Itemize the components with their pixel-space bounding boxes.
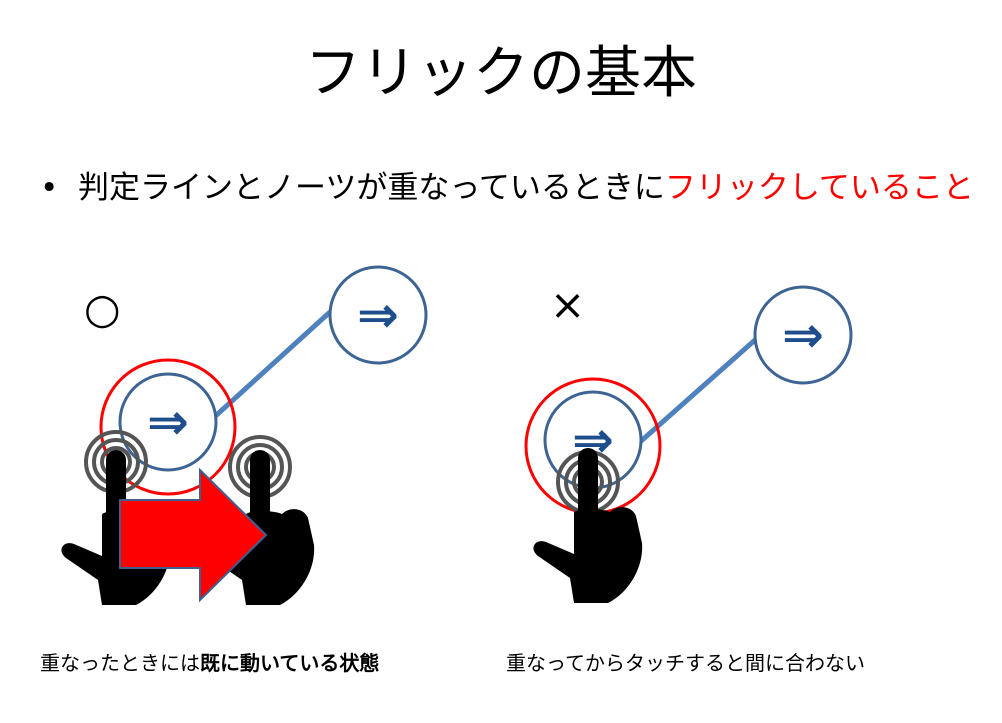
judge-ring <box>99 358 237 496</box>
bullet-text-highlight: フリックしていること <box>664 170 974 206</box>
right-example: ⇒ ⇒ <box>524 285 853 603</box>
right-caption: 重なってからタッチすると間に合わない <box>506 651 865 675</box>
note-arrow-glyph: ⇒ <box>357 286 399 344</box>
track-line <box>638 338 757 444</box>
bullet-text-normal: 判定ラインとノーツが重なっているときに <box>78 170 665 206</box>
bullet-text: 判定ラインとノーツが重なっているときにフリックしていること <box>78 168 978 208</box>
left-example: ⇒ ⇒ <box>61 265 428 605</box>
right-arrow-icon <box>119 467 268 603</box>
note-icon: ⇒ <box>328 265 428 365</box>
left-caption-normal: 重なったときには <box>40 651 200 675</box>
bullet-dot: • <box>40 170 59 206</box>
note-arrow-glyph: ⇒ <box>782 306 824 364</box>
track-line <box>198 310 332 432</box>
left-caption: 重なったときには既に動いている状態 <box>40 650 379 676</box>
note-arrow-glyph: ⇒ <box>147 393 189 451</box>
wrong-mark: × <box>550 280 586 329</box>
correct-mark: ○ <box>84 284 121 333</box>
note-icon: ⇒ <box>753 285 853 385</box>
left-caption-bold: 既に動いている状態 <box>200 651 380 675</box>
note-icon: ⇒ <box>118 372 218 472</box>
page-title: フリックの基本 <box>305 41 697 106</box>
